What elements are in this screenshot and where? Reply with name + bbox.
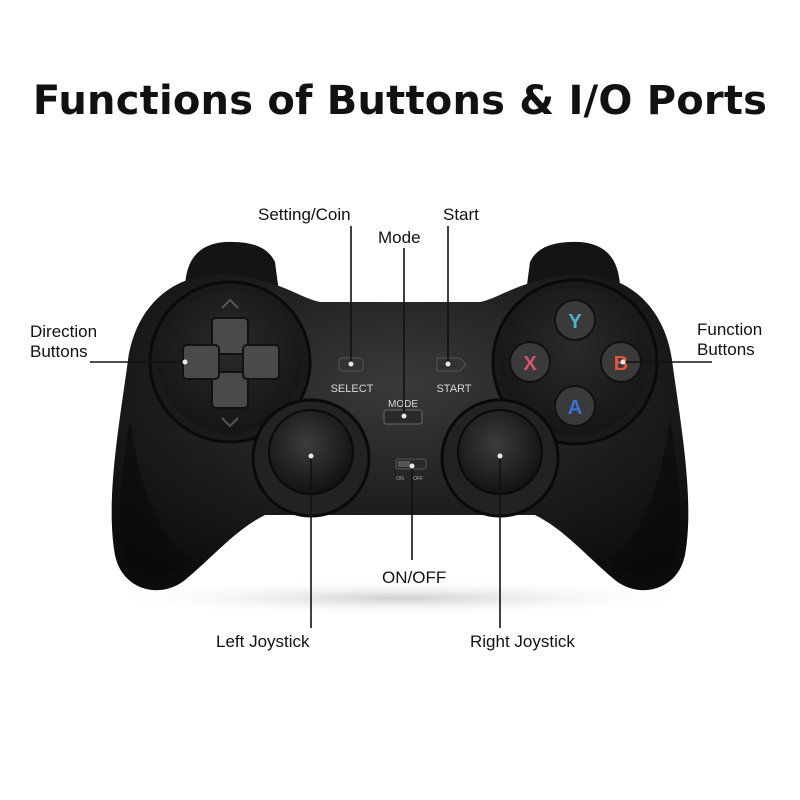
- label-function-buttons: Function Buttons: [697, 320, 762, 360]
- label-direction-line1: Direction: [30, 322, 98, 341]
- label-mode: Mode: [378, 228, 421, 247]
- select-text: SELECT: [331, 383, 374, 395]
- label-function-line2: Buttons: [697, 340, 755, 359]
- button-y: [554, 299, 596, 341]
- label-right-joystick: Right Joystick: [470, 632, 575, 651]
- button-y-letter: Y: [568, 311, 582, 333]
- button-a: [554, 385, 596, 427]
- dpad-left: [182, 344, 220, 380]
- button-b-letter: B: [614, 353, 628, 375]
- pointer-dots: [182, 359, 626, 469]
- label-direction-line2: Buttons: [30, 342, 88, 361]
- label-function-line1: Function: [697, 320, 763, 339]
- label-direction-buttons: Direction Buttons: [30, 322, 97, 362]
- function-buttons: Y A X B: [509, 299, 642, 427]
- pointer-lines: [90, 226, 712, 628]
- switch-off-text: OFF: [413, 476, 423, 482]
- label-start: Start: [443, 205, 479, 224]
- label-setting-coin: Setting/Coin: [258, 205, 351, 224]
- direction-buttons: [182, 298, 280, 428]
- mode-text: MODE: [388, 399, 418, 410]
- floor-shadow: [100, 580, 700, 616]
- button-a-letter: A: [568, 397, 582, 419]
- start-text: START: [436, 383, 471, 395]
- button-x-letter: X: [523, 353, 537, 375]
- button-x: [509, 341, 551, 383]
- dpad-up: [211, 317, 249, 355]
- dpad-right: [242, 344, 280, 380]
- label-on-off: ON/OFF: [382, 568, 447, 587]
- page-title: Functions of Buttons & I/O Ports: [32, 78, 768, 124]
- start-button: [436, 357, 467, 372]
- switch-on-text: ON: [396, 476, 404, 482]
- dpad-down: [211, 371, 249, 409]
- label-left-joystick: Left Joystick: [216, 632, 310, 651]
